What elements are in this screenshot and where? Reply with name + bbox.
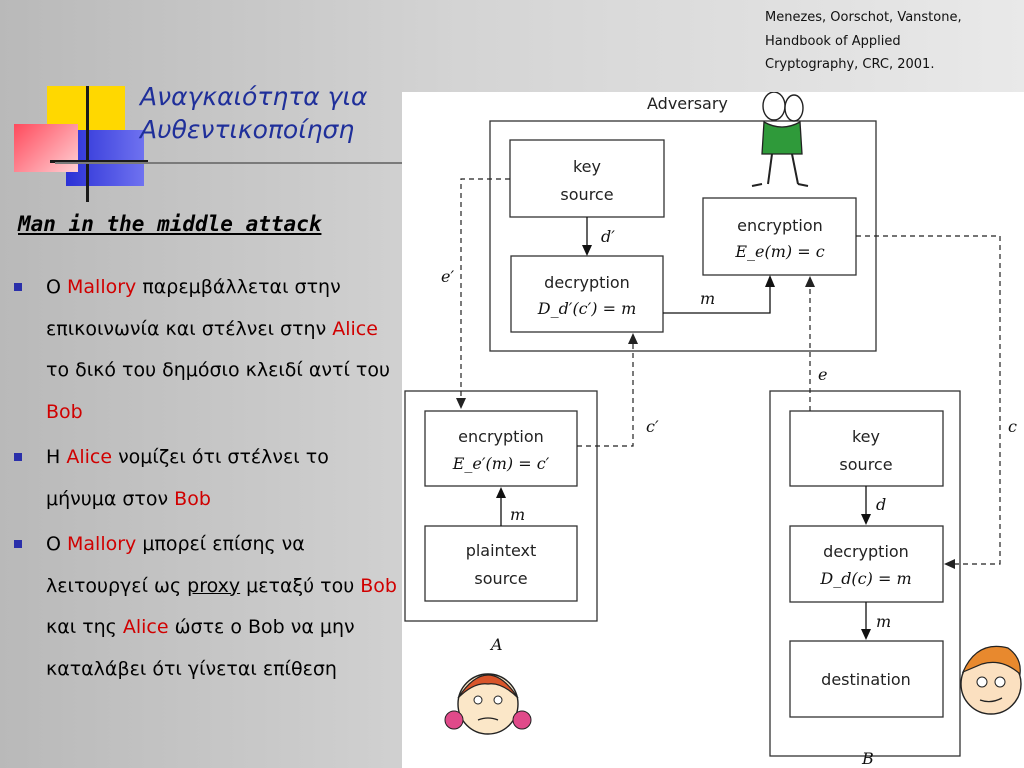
bullet-text: το δικό του δημόσιο κλειδί αντί του [46, 359, 390, 381]
bullet-text: Η [46, 446, 67, 468]
bullet-text: Ο [46, 533, 67, 555]
highlighted-name: Alice [332, 317, 378, 340]
bullet-text: μπορεί επίσης να λειτουργεί ως [46, 533, 305, 597]
edge-label-c: c [1008, 417, 1017, 436]
adversary-label: Adversary [647, 94, 728, 113]
alice-encryption-label: encryption [458, 427, 544, 446]
adversary-key-source-line-1: key [573, 157, 601, 176]
bullet-list: Ο Mallory παρεμβάλλεται στην επικοινωνία… [8, 267, 403, 694]
bob-decryption-box [789, 525, 944, 603]
slide-title-line-1: Αναγκαιότητα για [140, 82, 368, 111]
bob-cartoon-image [960, 645, 1022, 715]
arrowhead-adv-m [765, 275, 775, 287]
slide-title: Αναγκαιότητα για Αυθεντικοποίηση [140, 80, 410, 146]
alice-plaintext-line-2: source [474, 569, 527, 588]
mitm-diagram-svg: Adversary key source decryption D_d′(c′)… [404, 92, 1022, 768]
arrowhead-c-prime [628, 333, 638, 344]
slide-title-line-2: Αυθεντικοποίηση [140, 115, 355, 144]
edge-label-d-prime: d′ [601, 227, 615, 246]
section-heading: Man in the middle attack [18, 212, 322, 236]
alice-cartoon-image [444, 673, 532, 735]
citation: Menezes, Oorschot, Vanstone, Handbook of… [765, 6, 1015, 77]
bullet-item: Ο Mallory μπορεί επίσης να λειτουργεί ως… [8, 524, 403, 690]
bob-key-source-line-1: key [852, 427, 880, 446]
dashed-e-prime-path [460, 178, 510, 398]
adversary-decryption-label: decryption [544, 273, 630, 292]
edge-label-e: e [818, 365, 827, 384]
bob-destination-box [789, 640, 944, 718]
alice-encryption-box [424, 410, 578, 487]
bullet-text: μεταξύ του [240, 574, 361, 597]
bullet-marker-icon [14, 283, 22, 291]
bullet-text: νομίζει ότι στέλνει το μήνυμα στον [46, 446, 329, 510]
adversary-cartoon-image [751, 92, 809, 187]
alice-plaintext-box [424, 525, 578, 602]
adversary-encryption-label: encryption [737, 216, 823, 235]
edge-label-m-bob: m [876, 612, 891, 631]
edge-label-c-prime: c′ [646, 417, 659, 436]
adversary-decryption-formula: D_d′(c′) = m [537, 299, 637, 318]
highlighted-name: Bob [174, 487, 211, 510]
arrowhead-e [805, 276, 815, 287]
arrowhead-e-prime [456, 398, 466, 409]
bullet-marker-icon [14, 540, 22, 548]
arrowhead-bob-m [861, 629, 871, 640]
decorative-vertical-line [86, 86, 89, 202]
highlighted-name: Bob [360, 574, 397, 597]
underlined-term: proxy [187, 574, 241, 597]
highlighted-name: Mallory [67, 533, 137, 555]
dashed-c-prime-path [577, 342, 634, 447]
decorative-blue-square [66, 130, 144, 186]
adversary-key-source-line-2: source [560, 185, 613, 204]
edge-label-d: d [876, 495, 886, 514]
edge-label-m-adversary: m [700, 289, 715, 308]
arrowhead-bob-d [861, 514, 871, 525]
decorative-horizontal-line [50, 160, 148, 163]
arrowhead-adv-key [582, 245, 592, 256]
adversary-encryption-box [702, 197, 857, 276]
citation-line-3: Cryptography, CRC, 2001. [765, 57, 935, 72]
bob-decryption-formula: D_d(c) = m [819, 569, 911, 588]
arrow-adv-decryption-to-encryption [663, 285, 771, 314]
bullet-item: Ο Mallory παρεμβάλλεται στην επικοινωνία… [8, 267, 403, 433]
title-divider [55, 162, 405, 164]
bullet-marker-icon [14, 453, 22, 461]
adversary-key-source-box [509, 139, 665, 218]
bob-key-source-line-2: source [839, 455, 892, 474]
highlighted-name: Mallory [67, 276, 137, 298]
edge-label-e-prime: e′ [441, 267, 454, 286]
bob-key-source-box [789, 410, 944, 487]
highlighted-name: Alice [66, 446, 113, 468]
alice-encryption-formula: E_e′(m) = c′ [452, 454, 550, 473]
party-label-alice: A [489, 635, 503, 654]
bullet-text: ώστε ο Bob να μην καταλάβει ότι γίνεται … [46, 616, 355, 680]
arrowhead-alice-m [496, 487, 506, 498]
highlighted-name: Bob [46, 400, 83, 423]
bob-destination-label: destination [821, 670, 911, 689]
adversary-decryption-box [510, 255, 664, 333]
alice-plaintext-line-1: plaintext [466, 541, 537, 560]
mitm-diagram: Adversary key source decryption D_d′(c′)… [402, 92, 1024, 768]
edge-label-m-alice: m [510, 505, 525, 524]
bob-decryption-label: decryption [823, 542, 909, 561]
dashed-c-path [856, 235, 1001, 565]
arrowhead-c [944, 559, 955, 569]
citation-line-2: Handbook of Applied [765, 33, 901, 49]
decorative-red-square [14, 124, 78, 172]
highlighted-name: Alice [122, 616, 169, 638]
bullet-item: Η Alice νομίζει ότι στέλνει το μήνυμα στ… [8, 437, 403, 520]
bullet-text: Ο [46, 276, 67, 298]
adversary-encryption-formula: E_e(m) = c [734, 242, 824, 261]
bullet-text: και της [46, 616, 123, 638]
citation-line-1: Menezes, Oorschot, Vanstone, [765, 10, 962, 25]
party-label-bob: B [861, 749, 874, 768]
bullet-text: παρεμβάλλεται στην επικοινωνία και στέλν… [46, 276, 341, 340]
